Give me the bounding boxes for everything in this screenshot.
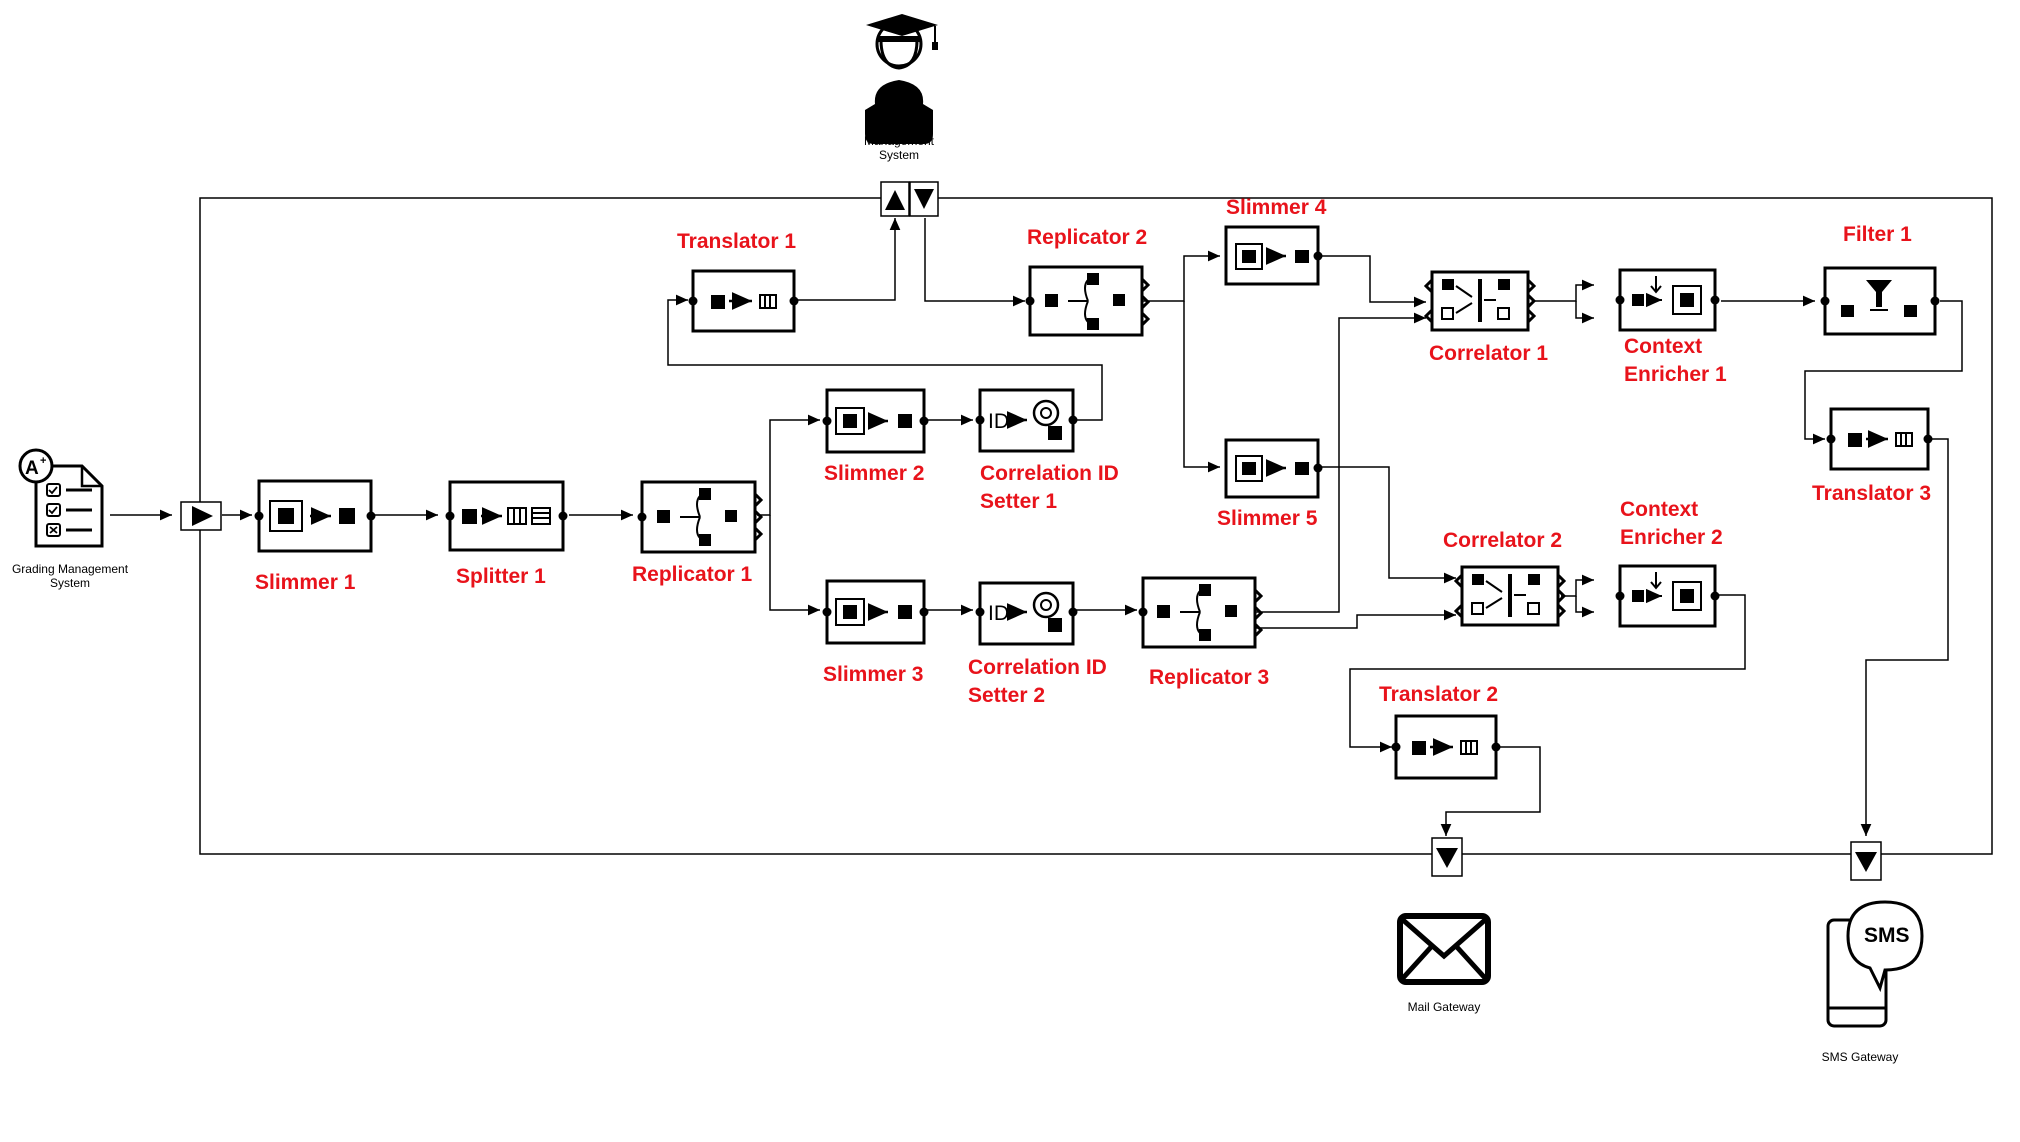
splitter-1-label: Splitter 1 <box>456 565 546 588</box>
correlator-1-label: Correlator 1 <box>1429 342 1549 365</box>
context-enricher-2-label-line2: Enricher 2 <box>1620 526 1723 549</box>
sms-output-port <box>1850 841 1882 881</box>
sms-gateway-label: SMS Gateway <box>1821 1050 1899 1064</box>
id-glyph: ID <box>988 410 1009 433</box>
splitter-1-box <box>445 480 568 552</box>
student-system-ports <box>880 181 939 217</box>
correlation-id-setter-1-label: Correlation ID Setter 1 <box>980 460 1119 516</box>
slimmer-2-label: Slimmer 2 <box>824 462 925 485</box>
sms-phone-icon: SMS <box>1826 900 1924 1028</box>
context-enricher-2-label: Context Enricher 2 <box>1620 496 1723 552</box>
translator-2-label: Translator 2 <box>1379 683 1499 706</box>
id-glyph: ID <box>988 602 1009 625</box>
sms-bubble-text: SMS <box>1864 924 1910 947</box>
slimmer-3-label: Slimmer 3 <box>823 663 924 686</box>
replicator-2-label: Replicator 2 <box>1027 226 1148 249</box>
mail-gateway-label: Mail Gateway <box>1407 1000 1481 1014</box>
translator-3-box <box>1826 407 1933 471</box>
context-enricher-1-box <box>1615 268 1720 332</box>
translator-3-label: Translator 3 <box>1812 482 1932 505</box>
filter-1-box <box>1820 266 1940 336</box>
input-port <box>180 501 222 531</box>
grading-clipboard-icon: A + <box>18 448 104 548</box>
slimmer-4-box <box>1224 225 1323 286</box>
student-system-label-line3: System <box>878 148 919 162</box>
svg-text:A: A <box>25 458 39 479</box>
grading-system-label: Grading Management System <box>5 562 135 590</box>
translator-2-box <box>1391 714 1501 780</box>
svg-text:+: + <box>40 455 46 467</box>
translator-1-box <box>688 269 799 333</box>
context-enricher-1-label-line1: Context <box>1624 335 1703 358</box>
slimmer-5-label: Slimmer 5 <box>1217 507 1318 530</box>
student-system-label-line1: Student <box>878 120 920 134</box>
replicator-1-box <box>637 480 764 554</box>
grading-system-label-line2: System <box>49 576 90 590</box>
student-graduate-icon <box>865 14 938 144</box>
correlation-id-setter-2-label-line1: Correlation ID <box>968 656 1107 679</box>
slimmer-3-box <box>822 579 929 645</box>
correlation-id-setter-2-box: ID <box>975 581 1078 646</box>
translator-1-label: Translator 1 <box>677 230 797 253</box>
correlation-id-setter-1-box: ID <box>975 388 1078 453</box>
context-enricher-1-label-line2: Enricher 1 <box>1624 363 1727 386</box>
slimmer-5-box <box>1224 438 1323 499</box>
student-system-label: Student Management System <box>849 120 949 162</box>
replicator-3-label: Replicator 3 <box>1149 666 1270 689</box>
mail-output-port <box>1431 837 1463 877</box>
slimmer-1-label: Slimmer 1 <box>255 571 356 594</box>
slimmer-2-box <box>822 388 929 454</box>
student-system-label-line2: Management <box>863 134 935 148</box>
slimmer-4-label: Slimmer 4 <box>1226 196 1327 219</box>
slimmer-1-box <box>254 479 376 553</box>
correlation-id-setter-2-label-line2: Setter 2 <box>968 684 1046 707</box>
correlation-id-setter-2-label: Correlation ID Setter 2 <box>968 654 1107 710</box>
grading-system-label-line1: Grading Management <box>11 562 129 576</box>
correlator-1-box <box>1423 270 1537 332</box>
correlation-id-setter-1-label-line1: Correlation ID <box>980 462 1119 485</box>
mail-envelope-icon <box>1397 913 1491 985</box>
replicator-1-label: Replicator 1 <box>632 563 753 586</box>
connectors <box>110 218 1963 836</box>
filter-1-label: Filter 1 <box>1843 223 1912 246</box>
correlator-2-box <box>1453 565 1567 627</box>
correlation-id-setter-1-label-line2: Setter 1 <box>980 490 1058 513</box>
correlator-2-label: Correlator 2 <box>1443 529 1563 552</box>
context-enricher-2-label-line1: Context <box>1620 498 1699 521</box>
context-enricher-2-box <box>1615 564 1720 628</box>
replicator-3-box <box>1138 576 1264 649</box>
context-enricher-1-label: Context Enricher 1 <box>1624 333 1727 389</box>
replicator-2-box <box>1025 265 1151 337</box>
